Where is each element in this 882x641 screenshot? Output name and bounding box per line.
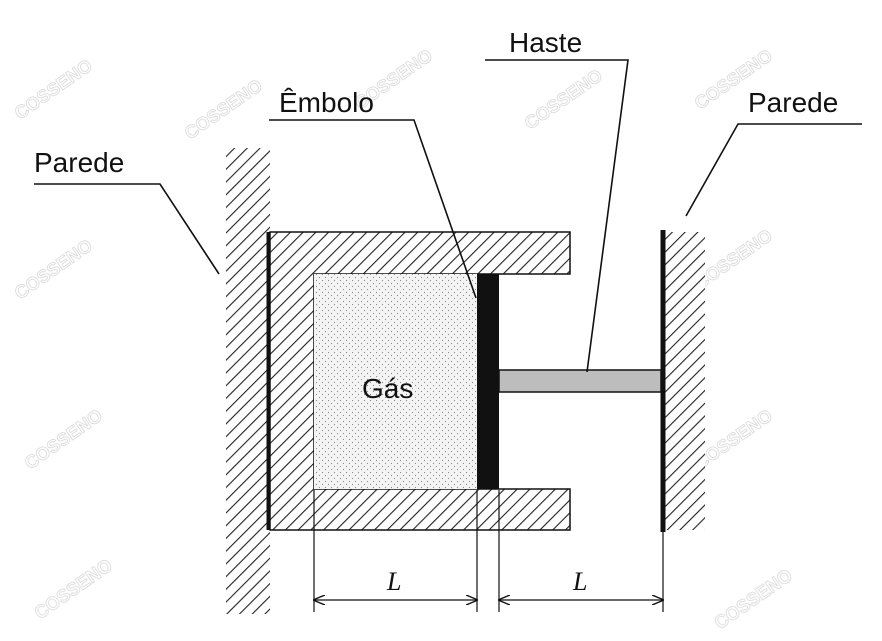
label-parede-left: Parede	[34, 147, 124, 178]
label-embolo: Êmbolo	[279, 87, 374, 118]
watermark-text: COSSENO	[711, 565, 796, 633]
parede-left-leader	[34, 183, 220, 275]
dim-label-left: L	[386, 567, 401, 596]
left-wall	[226, 148, 272, 614]
dimension-lines	[314, 490, 663, 612]
watermark-text: COSSENO	[31, 555, 116, 623]
piston-rod	[498, 369, 662, 393]
gas-region	[314, 274, 477, 489]
right-wall	[660, 230, 705, 532]
watermark-text: COSSENO	[21, 405, 106, 473]
piston	[477, 274, 499, 489]
watermark-text: COSSENO	[181, 75, 266, 143]
gas-label: Gás	[362, 373, 413, 404]
label-haste: Haste	[509, 27, 582, 58]
parede-right-leader	[685, 123, 862, 217]
haste-leader	[485, 59, 629, 373]
watermark-text: COSSENO	[11, 55, 96, 123]
watermark-text: COSSENO	[521, 65, 606, 133]
leader-lines	[34, 59, 862, 373]
dim-label-right: L	[572, 567, 587, 596]
cylinder	[269, 231, 571, 531]
label-parede-right: Parede	[748, 87, 838, 118]
embolo-leader	[269, 119, 477, 299]
watermark-text: COSSENO	[11, 235, 96, 303]
